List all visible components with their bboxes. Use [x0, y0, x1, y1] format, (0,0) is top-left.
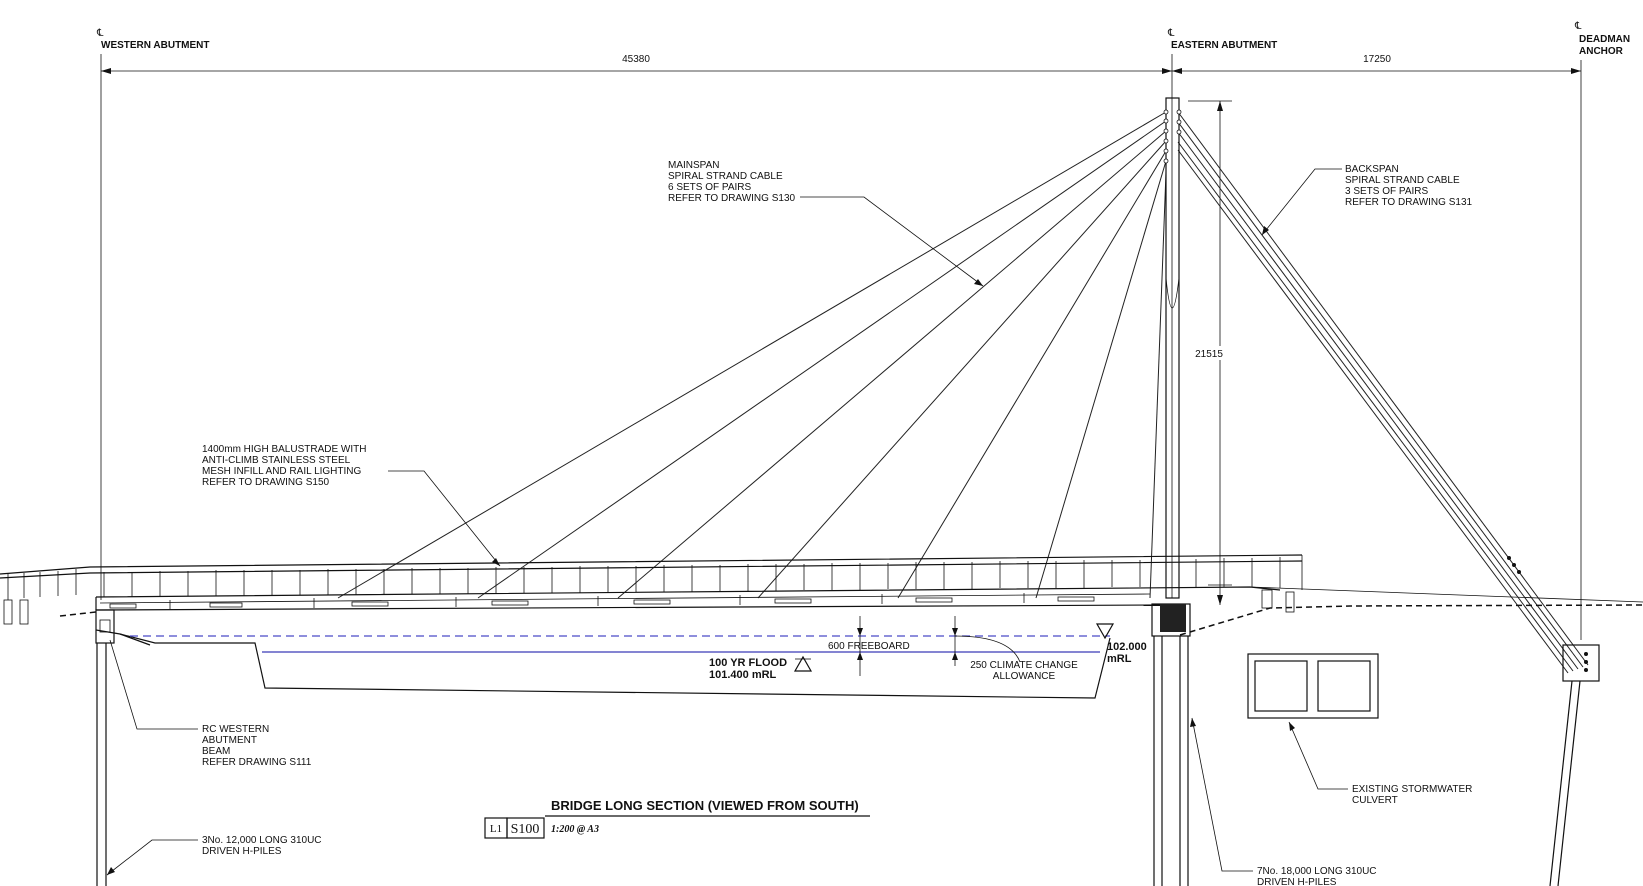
western-abutment-header: ℄ WESTERN ABUTMENT — [96, 28, 210, 51]
mast-height-value: 21515 — [1195, 349, 1223, 360]
note-line: SPIRAL STRAND CABLE — [668, 171, 783, 182]
centerline-symbol: ℄ — [96, 28, 104, 39]
design-level-marker: 102.000 mRL — [1095, 623, 1147, 665]
back-span-dimension: 17250 — [1363, 54, 1391, 65]
note-line: ANTI-CLIMB STAINLESS STEEL — [202, 455, 351, 466]
note-line: BACKSPAN — [1345, 164, 1399, 175]
note-line: REFER DRAWING S111 — [202, 757, 312, 768]
note-line: BEAM — [202, 746, 230, 757]
note-line: 3No. 12,000 LONG 310UC — [202, 835, 322, 846]
western-abutment — [95, 609, 115, 886]
drawing-title-block: BRIDGE LONG SECTION (VIEWED FROM SOUTH) … — [484, 798, 870, 839]
span-dimension-line: 45380 17250 — [100, 54, 1582, 640]
backspan-note: BACKSPAN SPIRAL STRAND CABLE 3 SETS OF P… — [1261, 164, 1473, 236]
freeboard-label: 600 FREEBOARD — [828, 641, 910, 652]
note-line: RC WESTERN — [202, 724, 269, 735]
flood-level-marker: 100 YR FLOOD 101.400 mRL — [709, 655, 813, 681]
culvert-note: EXISTING STORMWATER CULVERT — [1288, 721, 1472, 806]
note-line: DRIVEN H-PILES — [202, 846, 282, 857]
freeboard-dimension: 600 FREEBOARD 250 CLIMATE CHANGE ALLOWAN… — [828, 616, 1078, 682]
note-line: SPIRAL STRAND CABLE — [1345, 175, 1460, 186]
main-span-dimension: 45380 — [622, 54, 650, 65]
note-line: REFER TO DRAWING S131 — [1345, 197, 1473, 208]
mainspan-cables — [337, 111, 1167, 599]
note-line: DRIVEN H-PILES — [1257, 877, 1337, 886]
flood-label-line1: 100 YR FLOOD — [709, 657, 787, 669]
climate-label-line2: ALLOWANCE — [993, 671, 1056, 682]
design-level-line1: 102.000 — [1107, 641, 1147, 653]
deadman-label-line2: ANCHOR — [1579, 46, 1624, 57]
mast — [1163, 97, 1182, 599]
bridge-deck — [0, 554, 1643, 625]
climate-label-line1: 250 CLIMATE CHANGE — [970, 660, 1078, 671]
deadman-anchor-header: ℄ DEADMAN ANCHOR — [1574, 21, 1630, 57]
note-line: ABUTMENT — [202, 735, 257, 746]
drawing-scale: 1:200 @ A3 — [551, 824, 599, 835]
note-line: EXISTING STORMWATER — [1352, 784, 1472, 795]
mainspan-note: MAINSPAN SPIRAL STRAND CABLE 6 SETS OF P… — [668, 160, 984, 287]
sheet-reference: L1 — [490, 823, 502, 835]
note-line: MAINSPAN — [668, 160, 720, 171]
deadman-anchor — [1507, 556, 1600, 886]
deadman-label-line1: DEADMAN — [1579, 34, 1630, 45]
note-line: MESH INFILL AND RAIL LIGHTING — [202, 466, 362, 477]
eastern-abutment — [1151, 603, 1191, 886]
note-line: REFER TO DRAWING S130 — [668, 193, 796, 204]
mast-height-dimension: 21515 — [1188, 100, 1232, 605]
water-levels — [130, 635, 1110, 653]
west-piles-note: 3No. 12,000 LONG 310UC DRIVEN H-PILES — [106, 835, 322, 876]
drawing-title: BRIDGE LONG SECTION (VIEWED FROM SOUTH) — [551, 798, 859, 813]
eastern-abutment-label: EASTERN ABUTMENT — [1171, 40, 1277, 51]
note-line: CULVERT — [1352, 795, 1398, 806]
note-line: 7No. 18,000 LONG 310UC — [1257, 866, 1377, 877]
note-line: 6 SETS OF PAIRS — [668, 182, 751, 193]
western-abutment-label: WESTERN ABUTMENT — [101, 40, 210, 51]
drawing-number: S100 — [511, 822, 540, 837]
balustrade-note: 1400mm HIGH BALUSTRADE WITH ANTI-CLIMB S… — [202, 444, 501, 567]
ground-profile — [59, 604, 1643, 699]
flood-label-line2: 101.400 mRL — [709, 669, 777, 681]
western-beam-note: RC WESTERN ABUTMENT BEAM REFER DRAWING S… — [109, 639, 312, 768]
note-line: REFER TO DRAWING S150 — [202, 477, 330, 488]
eastern-abutment-header: ℄ EASTERN ABUTMENT — [1167, 28, 1277, 51]
centerline-symbol: ℄ — [1167, 28, 1175, 39]
stormwater-culvert — [1247, 653, 1379, 719]
note-line: 1400mm HIGH BALUSTRADE WITH — [202, 444, 366, 455]
note-line: 3 SETS OF PAIRS — [1345, 186, 1428, 197]
east-piles-note: 7No. 18,000 LONG 310UC DRIVEN H-PILES — [1190, 717, 1377, 886]
design-level-line2: mRL — [1107, 653, 1132, 665]
centerline-symbol: ℄ — [1574, 21, 1582, 32]
